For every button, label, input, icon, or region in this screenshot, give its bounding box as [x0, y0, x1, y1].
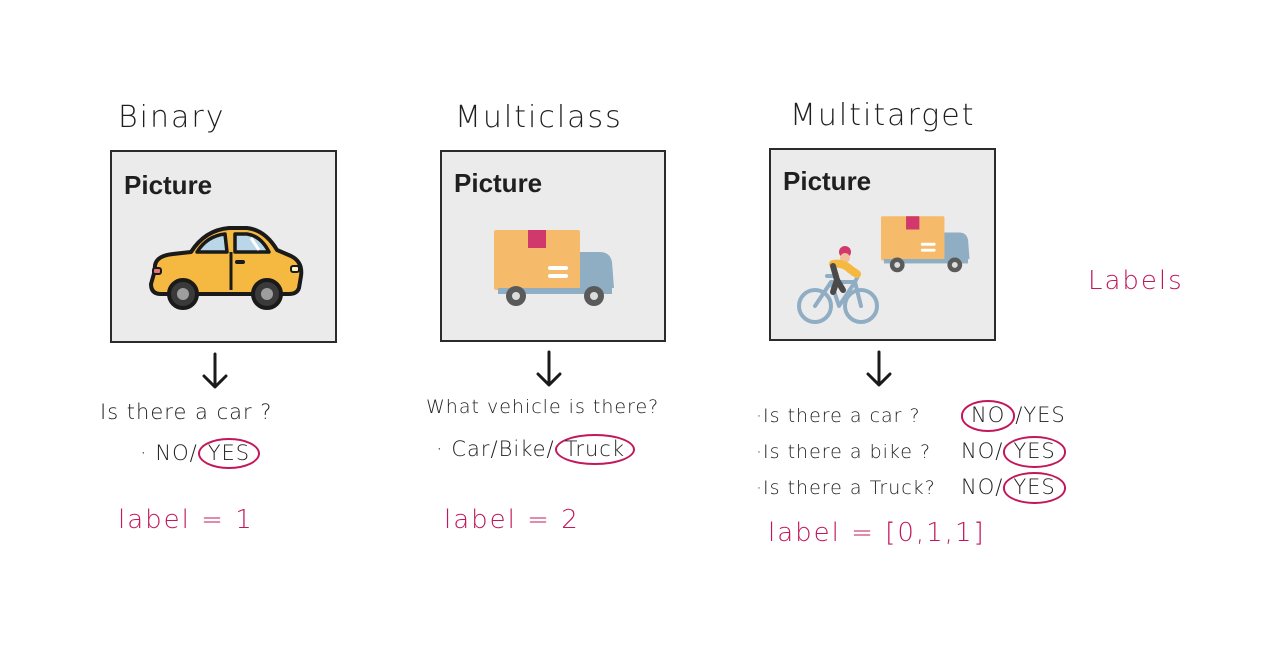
option-truck-circled: Truck	[554, 434, 636, 466]
answer: NO/YES	[961, 472, 1066, 504]
picture-title: Picture	[124, 170, 213, 200]
multiclass-label: label = 2	[444, 505, 580, 535]
multitarget-title: Multitarget	[790, 98, 976, 133]
option-yes: YES	[1023, 403, 1066, 428]
multitarget-row: ·Is there a bike ? NO/YES	[756, 434, 1066, 470]
picture-panel-multiclass: Picture	[440, 150, 666, 342]
down-arrow-icon	[536, 350, 562, 387]
multitarget-question: ·Is there a Truck?	[756, 477, 936, 499]
option-no: NO	[961, 439, 996, 464]
option-yes-circled: YES	[197, 438, 261, 470]
truck-icon	[881, 216, 970, 273]
multitarget-row: ·Is there a car ? NO/YES	[756, 398, 1066, 434]
binary-options: · NO/YES	[140, 438, 261, 470]
multiclass-title: Multiclass	[455, 100, 623, 135]
option-car: Car	[451, 437, 491, 461]
multitarget-label: label = [0,1,1]	[768, 518, 986, 548]
multitarget-questions: ·Is there a car ? NO/YES ·Is there a bik…	[756, 398, 1066, 506]
multitarget-question: ·Is there a bike ?	[756, 441, 932, 463]
picture-panel-multitarget: Picture	[769, 148, 996, 341]
truck-icon	[494, 230, 614, 306]
option-bullet: ·	[436, 437, 444, 461]
option-no: NO	[961, 475, 996, 500]
labels-annotation: Labels	[1088, 266, 1184, 296]
picture-title: Picture	[454, 168, 543, 198]
multitarget-row: ·Is there a Truck? NO/YES	[756, 470, 1066, 506]
option-bike: Bike	[498, 437, 547, 461]
down-arrow-icon	[202, 352, 228, 389]
down-arrow-icon	[866, 350, 892, 387]
picture-panel-binary: Picture	[110, 150, 337, 343]
option-separator: /	[995, 475, 1004, 500]
multitarget-question: ·Is there a car ?	[756, 405, 921, 427]
car-icon	[149, 226, 304, 310]
binary-question: Is there a car ?	[100, 400, 273, 424]
option-yes-circled: YES	[1003, 436, 1066, 468]
option-no-circled: NO	[961, 400, 1016, 432]
option-bullet: ·	[140, 441, 148, 465]
option-yes-circled: YES	[1003, 472, 1066, 504]
multiclass-options: · Car/Bike/Truck	[436, 434, 636, 466]
answer: NO/YES	[961, 400, 1066, 432]
option-separator: /	[490, 437, 499, 461]
option-separator: /	[1015, 403, 1024, 428]
bicycle-rider-icon	[797, 246, 879, 324]
multiclass-question: What vehicle is there?	[426, 396, 660, 418]
option-separator: /	[546, 437, 555, 461]
answer: NO/YES	[961, 436, 1066, 468]
binary-title: Binary	[118, 100, 226, 135]
option-separator: /	[995, 439, 1004, 464]
option-separator: /	[189, 441, 198, 465]
binary-label: label = 1	[118, 505, 254, 535]
picture-title: Picture	[783, 166, 872, 196]
option-no: NO	[155, 441, 190, 465]
